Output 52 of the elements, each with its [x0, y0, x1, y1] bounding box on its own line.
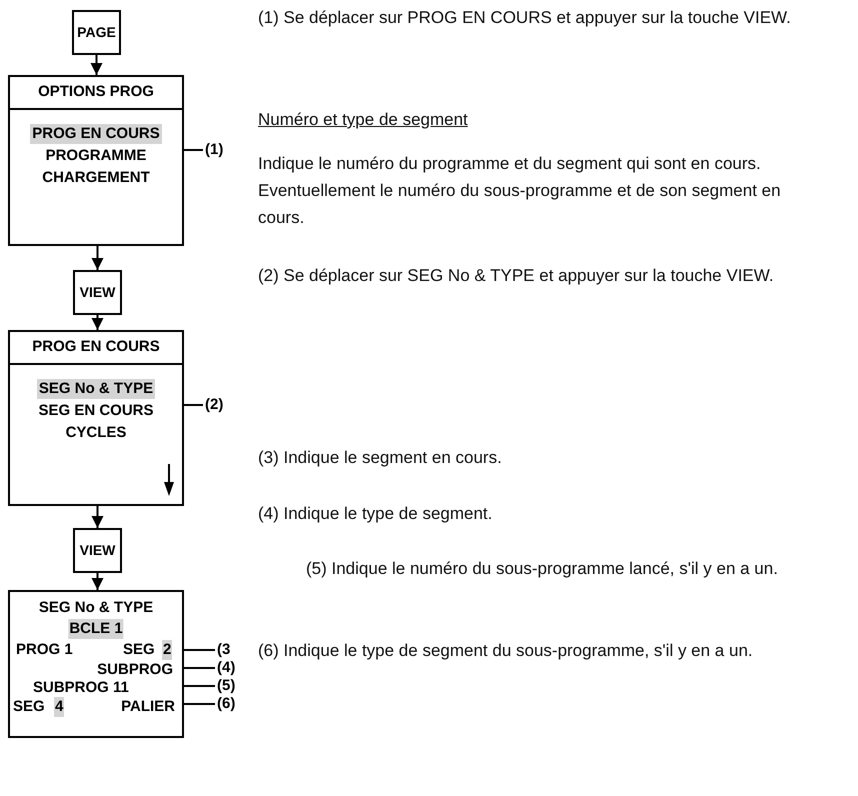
menu-item: CYCLES: [64, 423, 128, 443]
instruction-text: (4) Indique le type de segment.: [258, 503, 494, 525]
callout-number: (5): [217, 676, 236, 696]
callout-number: (3: [217, 640, 230, 660]
screen-box: [8, 330, 184, 506]
callout-number: (2): [205, 394, 224, 415]
menu-item: SEG No & TYPE: [38, 598, 154, 618]
instruction-text: (1) Se déplacer sur PROG EN COURS et appuyer sur la touche VIEW.: [258, 7, 792, 29]
selected-menu-item: PROG EN COURS: [30, 124, 162, 144]
menu-item: SEG: [122, 640, 156, 660]
menu-item: SUBPROG: [96, 660, 174, 680]
selected-menu-item: 2: [162, 640, 172, 660]
instruction-text: (3) Indique le segment en cours.: [258, 447, 503, 469]
screen-title: OPTIONS PROG: [38, 82, 154, 102]
arrow: [92, 246, 104, 270]
selected-menu-item: SEG No & TYPE: [36, 379, 156, 399]
instruction-text: (2) Se déplacer sur SEG No & TYPE et appuyer sur la touche VIEW.: [258, 265, 775, 287]
callout-number: (1): [205, 140, 224, 160]
key-label: VIEW: [80, 541, 116, 560]
instruction-text: (6) Indique le type de segment du sous-programme, s'il y en a un.: [258, 640, 754, 662]
key-label: PAGE: [77, 23, 116, 42]
menu-item: SEG: [12, 697, 46, 717]
leader-line: [184, 649, 215, 651]
instruction-text: (5) Indique le numéro du sous-programme lancé, s'il y en a un.: [305, 558, 779, 580]
arrow: [92, 506, 104, 528]
arrow: [92, 315, 104, 330]
menu-item: SEG EN COURS: [37, 401, 155, 421]
menu-item: PROGRAMME: [44, 146, 148, 166]
menu-item: SUBPROG 11: [32, 678, 130, 698]
callout-number: (4): [217, 658, 236, 678]
key-box: [73, 270, 122, 315]
leader-line: [184, 685, 215, 687]
key-box: [73, 528, 122, 573]
leader-line: [184, 667, 215, 669]
key-label: VIEW: [80, 283, 116, 302]
selected-menu-item: 4: [54, 697, 64, 717]
menu-item: PROG 1: [15, 640, 74, 660]
instruction-text: Indique le numéro du programme et du segment qui sont en cours. Eventuellement le numéro du sous-programme et de son segment en cours.: [258, 153, 782, 229]
screen-title: PROG EN COURS: [32, 337, 160, 358]
menu-item: CHARGEMENT: [41, 168, 151, 188]
menu-item: PALIER: [120, 697, 176, 717]
screen-box: [8, 75, 184, 246]
leader-line: [184, 404, 203, 406]
callout-number: (6): [217, 694, 236, 714]
section-heading: Numéro et type de segment: [258, 109, 469, 131]
leader-line: [184, 703, 215, 705]
arrow: [90, 55, 102, 75]
key-box: [72, 10, 121, 55]
screen-box: [8, 590, 184, 738]
leader-line: [184, 149, 203, 151]
selected-menu-item: BCLE 1: [68, 619, 124, 639]
arrow: [92, 573, 104, 590]
